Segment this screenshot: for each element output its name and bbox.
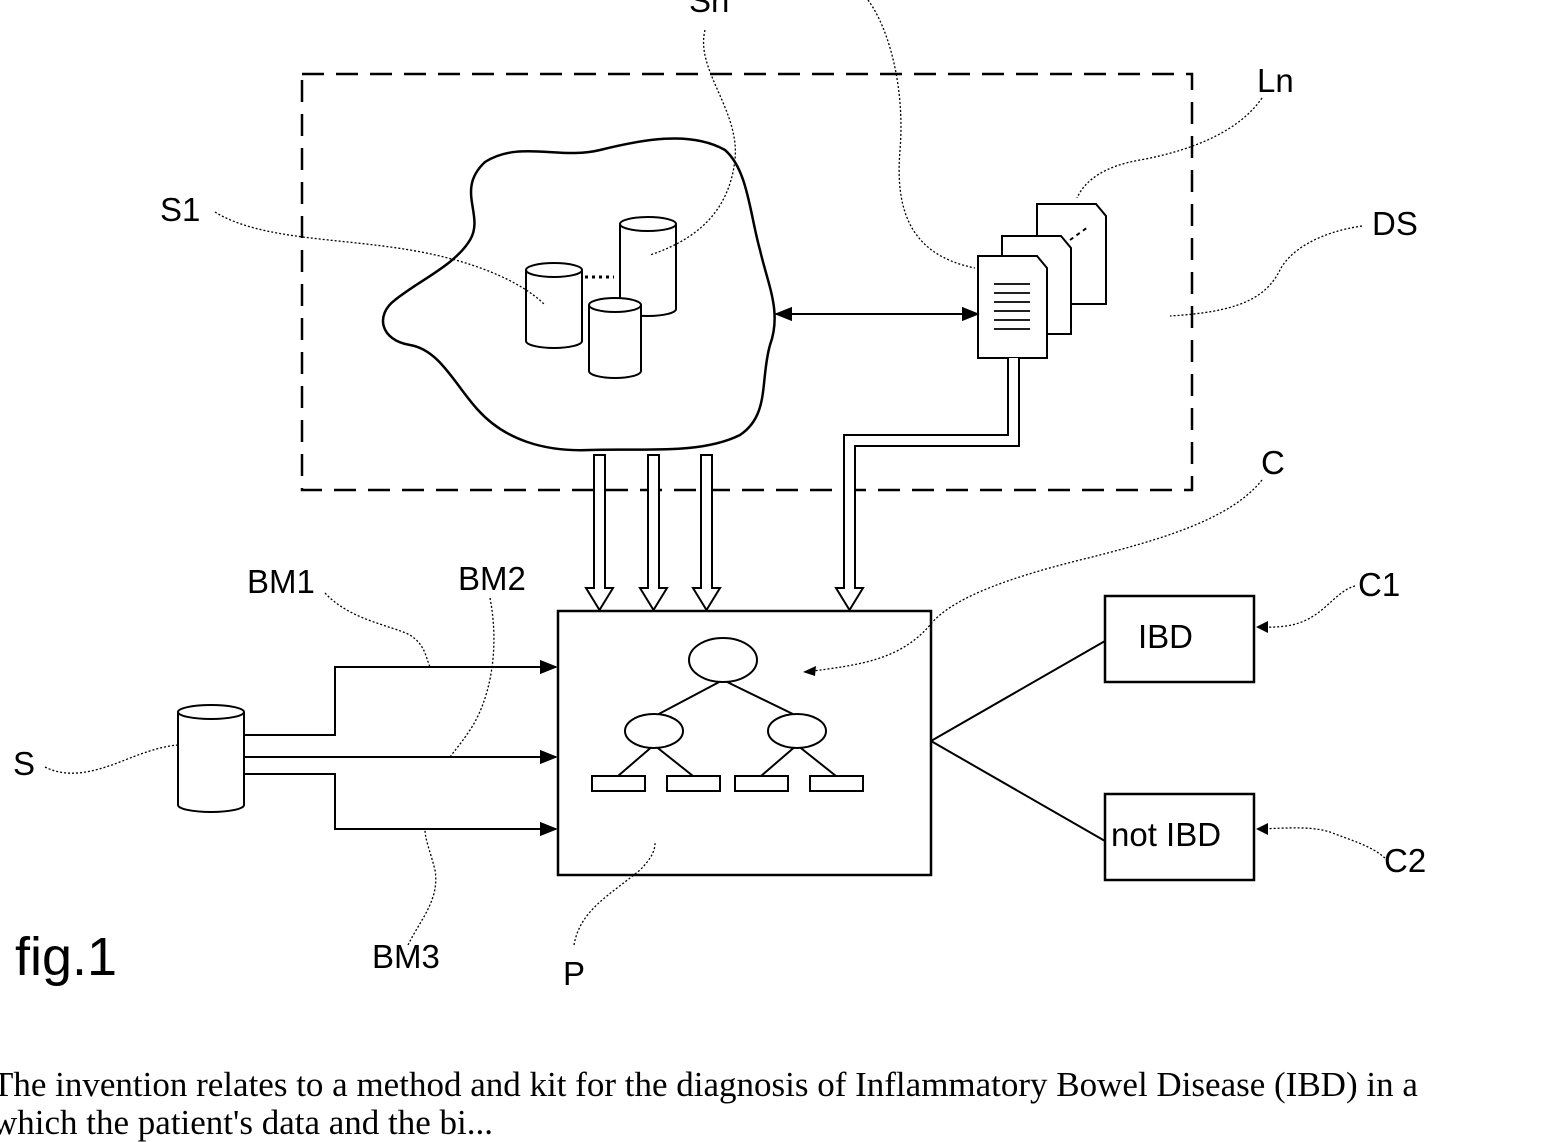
hollow-down-arrow xyxy=(693,455,720,610)
label-p: P xyxy=(563,955,585,992)
label-ds: DS xyxy=(1372,205,1418,242)
abstract-text: The invention relates to a method and ki… xyxy=(0,1066,1543,1142)
label-c1: C1 xyxy=(1358,566,1400,603)
abstract-line-1: The invention relates to a method and ki… xyxy=(0,1066,1543,1104)
label-s: S xyxy=(13,745,35,782)
database-cylinder-icon xyxy=(589,298,641,378)
patent-figure: IBD not IBD Sn S1 Ln DS C BM1 BM2 BM3 S … xyxy=(0,0,1543,1117)
label-sn: Sn xyxy=(689,0,729,19)
hollow-down-arrow xyxy=(640,455,667,610)
not-ibd-class-label: not IBD xyxy=(1111,816,1221,853)
database-cylinder-icon xyxy=(526,263,582,348)
figure-caption: fig.1 xyxy=(15,927,117,987)
ibd-class-label: IBD xyxy=(1138,618,1193,655)
classification-output-lines xyxy=(931,641,1105,841)
patient-sample-cylinder-icon xyxy=(178,705,244,812)
label-c: C xyxy=(1261,444,1285,481)
label-c2: C2 xyxy=(1384,842,1426,879)
biomarker-arrows xyxy=(244,667,556,829)
hollow-bent-arrow xyxy=(836,358,1019,610)
label-bm3: BM3 xyxy=(372,938,440,975)
label-bm2: BM2 xyxy=(458,560,526,597)
abstract-line-2: which the patient's data and the bi... xyxy=(0,1104,1543,1142)
hollow-down-arrow xyxy=(586,455,613,610)
label-bm1: BM1 xyxy=(247,563,315,600)
label-s1: S1 xyxy=(160,191,200,228)
label-ln: Ln xyxy=(1257,62,1294,99)
document-stack-icon xyxy=(978,204,1106,358)
